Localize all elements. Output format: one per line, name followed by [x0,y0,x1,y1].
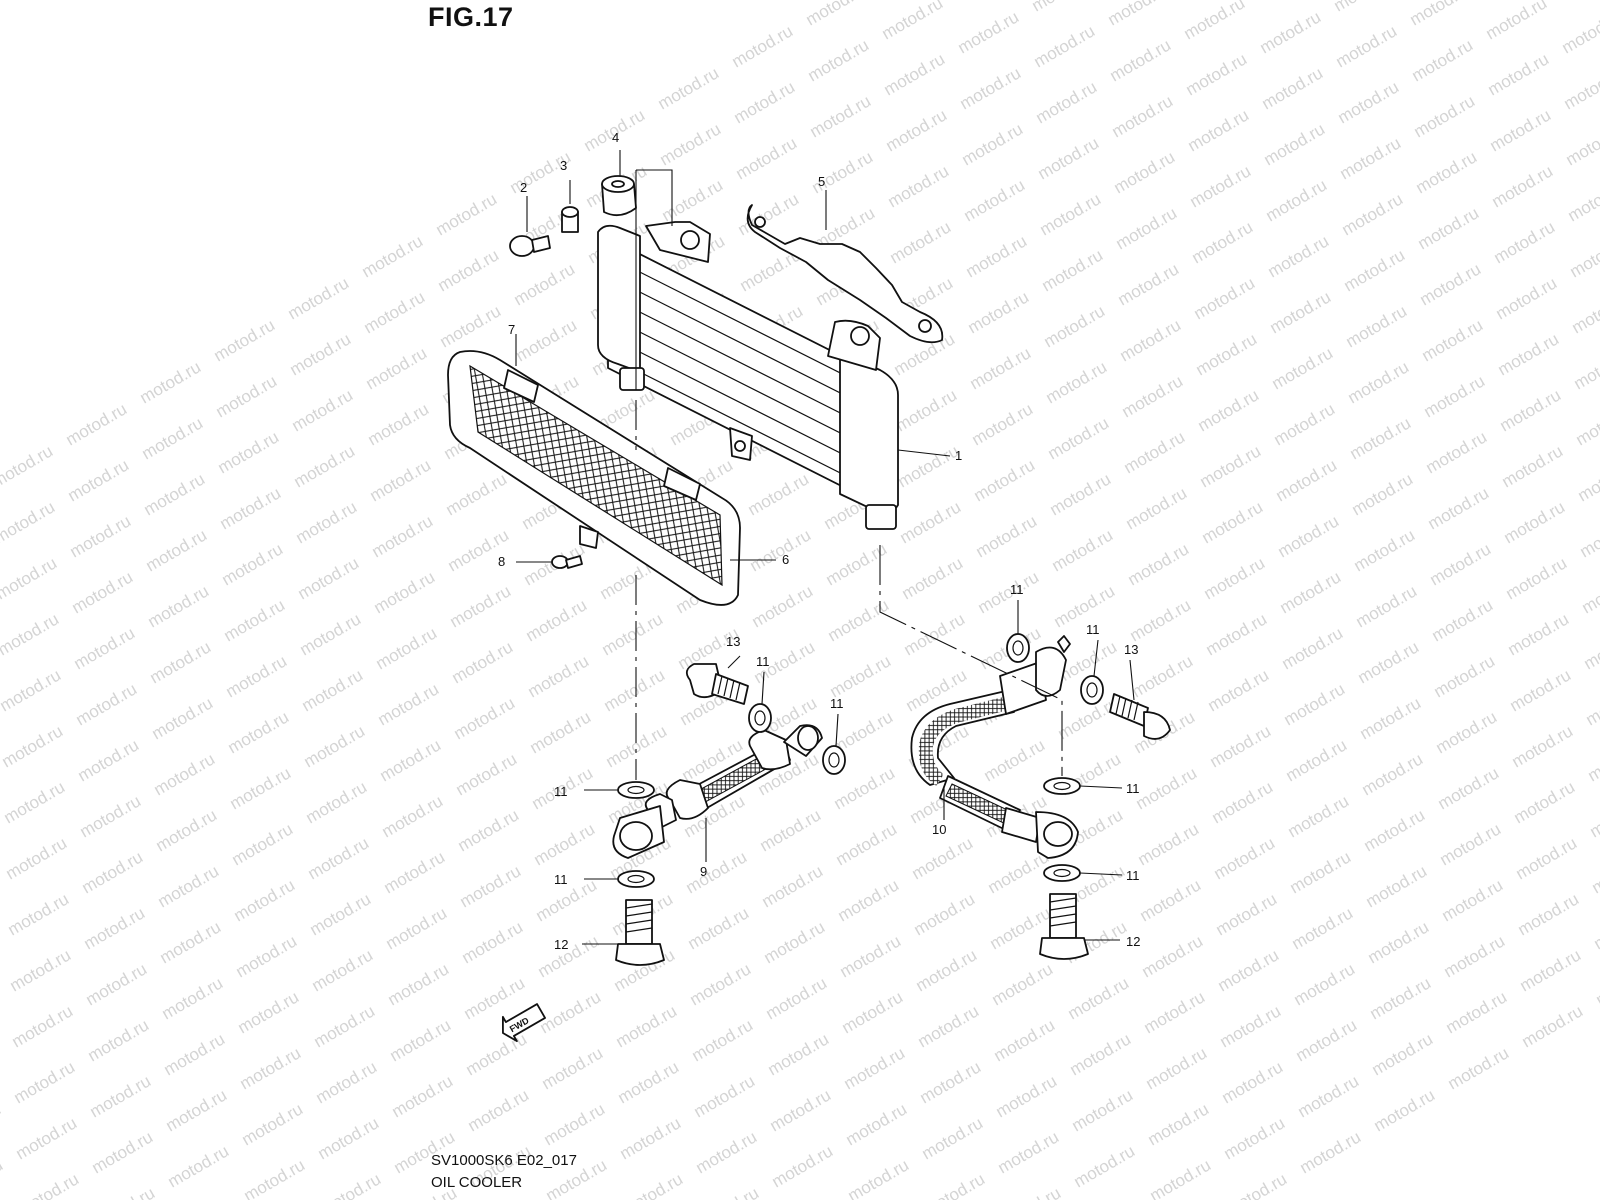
footer-part-name: OIL COOLER [431,1174,523,1191]
callout-1: 1 [955,448,962,463]
callout-11-a: 11 [1010,582,1024,597]
callout-10: 10 [932,822,946,837]
union-bolt-13-right [1109,693,1171,740]
screw-8 [551,555,583,569]
callout-12-b: 12 [1126,934,1140,949]
callout-11-f: 11 [554,872,568,887]
callout-5: 5 [818,174,825,189]
callout-2: 2 [520,180,527,195]
fwd-arrow-icon: FWD [501,1003,546,1043]
footer-model-code: SV1000SK6 E02_017 [431,1152,577,1169]
callout-4: 4 [612,130,619,145]
callout-6: 6 [782,552,789,567]
callout-3: 3 [560,158,567,173]
banjo-bolt-12-left [615,899,665,966]
callout-11-b: 11 [1086,622,1100,637]
callout-11-h: 11 [1126,868,1140,883]
callout-11-d: 11 [830,696,844,711]
banjo-bolt-12-right [1039,893,1089,960]
mounting-bolt-2 [509,235,551,257]
callout-8: 8 [498,554,505,569]
callout-13-a: 13 [726,634,740,649]
callout-11-c: 11 [756,654,770,669]
callout-11-e: 11 [554,784,568,799]
rubber-cushion-4 [601,175,637,217]
callout-13-b: 13 [1124,642,1138,657]
callout-7: 7 [508,322,515,337]
spacer-collar-3 [561,206,579,233]
callout-11-g: 11 [1126,781,1140,796]
callout-9: 9 [700,864,707,879]
callout-12-a: 12 [554,937,568,952]
union-bolt-13-left [685,663,749,705]
